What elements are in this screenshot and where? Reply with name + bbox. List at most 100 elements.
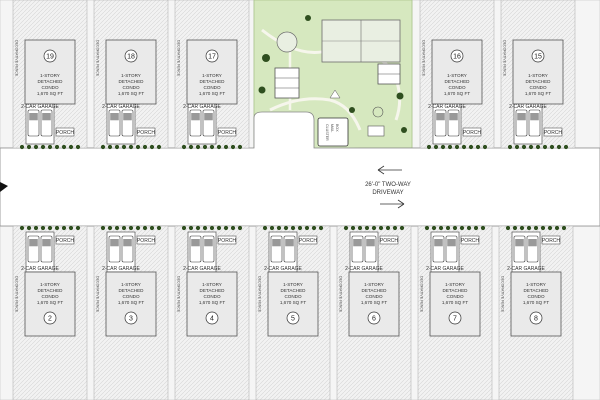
tree-icon bbox=[107, 144, 113, 150]
tree-icon bbox=[290, 225, 296, 231]
tree-icon bbox=[547, 225, 553, 231]
car-window bbox=[449, 113, 458, 121]
unit-description: DETACHED bbox=[119, 288, 145, 293]
garage-label: 2-CAR GARAGE bbox=[428, 104, 466, 110]
tree-icon bbox=[237, 144, 243, 150]
mailbox-label-2: MAIL bbox=[330, 124, 334, 132]
unit-description: 1,670 SQ FT bbox=[118, 91, 144, 96]
tree-icon bbox=[461, 144, 467, 150]
unit-number-badge bbox=[205, 311, 219, 325]
tree-icon bbox=[202, 225, 208, 231]
tree-icon bbox=[542, 144, 548, 150]
unit-description: DETACHED bbox=[524, 288, 550, 293]
house-footprint bbox=[105, 271, 157, 337]
tree-icon bbox=[540, 225, 546, 231]
tree-icon bbox=[195, 144, 201, 150]
porch bbox=[379, 235, 399, 245]
unit-number: 2 bbox=[48, 316, 52, 323]
driveway-label-line2: DRIVEWAY bbox=[372, 190, 403, 196]
pavilion bbox=[274, 67, 300, 99]
tree-icon bbox=[47, 144, 53, 150]
car-window bbox=[366, 239, 375, 247]
mailbox-label-3: BOX bbox=[335, 124, 339, 132]
unit-description: CONDO bbox=[529, 85, 547, 90]
car-window bbox=[434, 239, 443, 247]
car-window bbox=[204, 113, 213, 121]
unit-number-badge bbox=[529, 311, 543, 325]
tree-icon bbox=[61, 144, 67, 150]
porch bbox=[136, 127, 156, 137]
garage-label: 2-CAR GARAGE bbox=[21, 104, 59, 110]
porch bbox=[55, 235, 75, 245]
unit-lot-3: 2-CAR GARAGEPORCH1-STORYDETACHEDCONDO1,6… bbox=[93, 225, 169, 400]
porch-label: PORCH bbox=[299, 238, 317, 244]
tree-icon bbox=[100, 225, 106, 231]
tree-icon bbox=[554, 225, 560, 231]
unit-number: 7 bbox=[453, 316, 457, 323]
tree-icon bbox=[426, 144, 432, 150]
unit-description: 1-STORY bbox=[202, 282, 222, 287]
unit-description: CONDO bbox=[203, 294, 221, 299]
garage-label: 2-CAR GARAGE bbox=[183, 266, 221, 272]
tree-icon bbox=[149, 144, 155, 150]
north-arrow-icon bbox=[0, 182, 8, 192]
unit-lot-6: 2-CAR GARAGEPORCH1-STORYDETACHEDCONDO1,6… bbox=[336, 225, 412, 400]
porch-label: PORCH bbox=[218, 238, 236, 244]
tree-icon bbox=[473, 225, 479, 231]
porch-label: PORCH bbox=[218, 130, 236, 136]
garage-label: 2-CAR GARAGE bbox=[102, 266, 140, 272]
mailbox-label-1: CLUSTER bbox=[325, 124, 329, 141]
tree-icon bbox=[142, 144, 148, 150]
garage-label: 2-CAR GARAGE bbox=[507, 266, 545, 272]
garage-label: 2-CAR GARAGE bbox=[509, 104, 547, 110]
unit-description: CONDO bbox=[365, 294, 383, 299]
tree-icon bbox=[505, 225, 511, 231]
fence-label: DECORATIVE FENCE bbox=[96, 276, 100, 313]
fence-label: DECORATIVE FENCE bbox=[503, 40, 507, 77]
tree-icon bbox=[549, 144, 555, 150]
tree-icon bbox=[202, 144, 208, 150]
tree-icon bbox=[114, 144, 120, 150]
car-window bbox=[530, 113, 539, 121]
tree-icon bbox=[26, 144, 32, 150]
unit-description: 1-STORY bbox=[447, 73, 467, 78]
tree-icon bbox=[399, 225, 405, 231]
tree-icon bbox=[188, 225, 194, 231]
tree-icon bbox=[507, 144, 513, 150]
fence-label: DECORATIVE FENCE bbox=[258, 276, 262, 313]
tree-icon bbox=[364, 225, 370, 231]
unit-description: 1-STORY bbox=[283, 282, 303, 287]
fence-label: DECORATIVE FENCE bbox=[177, 40, 181, 77]
garage-label: 2-CAR GARAGE bbox=[102, 104, 140, 110]
tree-icon bbox=[343, 225, 349, 231]
unit-description: CONDO bbox=[122, 85, 140, 90]
tree-icon bbox=[47, 225, 53, 231]
tree-icon bbox=[230, 225, 236, 231]
tree-icon bbox=[392, 225, 398, 231]
unit-description: 1,670 SQ FT bbox=[280, 300, 306, 305]
porch-label: PORCH bbox=[542, 238, 560, 244]
tree-icon bbox=[378, 225, 384, 231]
unit-description: 1-STORY bbox=[40, 282, 60, 287]
unit-number: 18 bbox=[127, 54, 135, 61]
tree-icon bbox=[556, 144, 562, 150]
tree-icon bbox=[533, 225, 539, 231]
tree-icon bbox=[311, 225, 317, 231]
tree-icon bbox=[135, 225, 141, 231]
unit-description: 1-STORY bbox=[528, 73, 548, 78]
car-window bbox=[123, 239, 132, 247]
tree-icon bbox=[433, 144, 439, 150]
unit-number-badge bbox=[448, 311, 462, 325]
unit-number-badge bbox=[286, 311, 300, 325]
tree-icon bbox=[128, 225, 134, 231]
house-footprint bbox=[24, 271, 76, 337]
tree-icon bbox=[40, 225, 46, 231]
tree-icon bbox=[454, 144, 460, 150]
unit-description: DETACHED bbox=[200, 79, 226, 84]
tree-icon bbox=[68, 144, 74, 150]
unit-description: 1,670 SQ FT bbox=[37, 300, 63, 305]
tree-icon bbox=[445, 225, 451, 231]
car-window bbox=[191, 239, 200, 247]
unit-number: 6 bbox=[372, 316, 376, 323]
